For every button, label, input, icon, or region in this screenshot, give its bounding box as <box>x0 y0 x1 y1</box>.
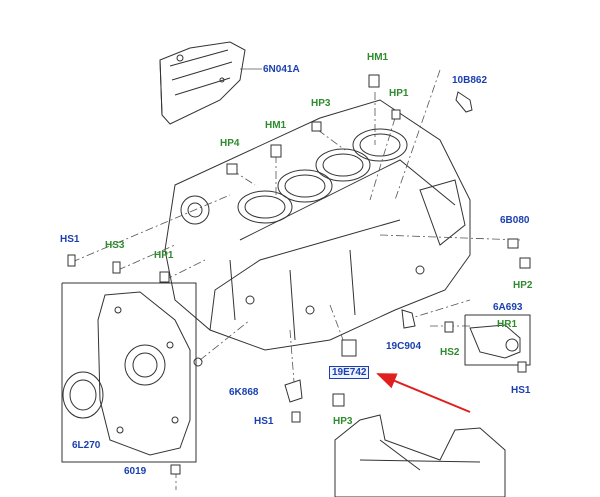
heat-shield-part <box>159 41 246 125</box>
oil-pan-part <box>334 414 506 497</box>
label-6b080[interactable]: 6B080 <box>500 215 530 226</box>
label-hr1[interactable]: HR1 <box>497 319 518 330</box>
label-hp1-top[interactable]: HP1 <box>389 88 409 99</box>
hm1-mid-plug <box>270 144 282 158</box>
label-hp1-left[interactable]: HP1 <box>154 250 174 261</box>
engine-block-part <box>164 99 471 351</box>
hp3-top-plug <box>311 121 322 132</box>
label-6n041a[interactable]: 6N041A <box>263 64 300 75</box>
label-hs2[interactable]: HS2 <box>440 347 460 358</box>
label-hp3-top[interactable]: HP3 <box>311 98 331 109</box>
solenoid-part <box>469 324 521 359</box>
label-hs1-bottom[interactable]: HS1 <box>254 416 274 427</box>
label-6a693[interactable]: 6A693 <box>493 302 523 313</box>
hs1-bottom-bolt <box>291 411 301 423</box>
label-6019[interactable]: 6019 <box>124 466 147 477</box>
hp1-left-plug <box>159 271 170 283</box>
hp2-plug <box>519 257 531 269</box>
label-hp3-bottom[interactable]: HP3 <box>333 416 353 427</box>
hp3-bottom-plug <box>332 393 345 407</box>
label-6k868[interactable]: 6K868 <box>229 387 259 398</box>
hs1-right-bolt <box>517 361 527 373</box>
highlight-arrow <box>376 373 471 413</box>
label-hs1-right[interactable]: HS1 <box>511 385 531 396</box>
label-19c904[interactable]: 19C904 <box>386 341 422 352</box>
label-hp4[interactable]: HP4 <box>220 138 240 149</box>
label-hm1-mid[interactable]: HM1 <box>265 120 287 131</box>
label-hm1-top[interactable]: HM1 <box>367 52 389 63</box>
bolt-6019 <box>170 464 181 475</box>
bracket-6k868 <box>284 379 303 403</box>
label-6l270[interactable]: 6L270 <box>72 440 101 451</box>
hm1-top-plug <box>368 74 380 88</box>
label-hs1-left[interactable]: HS1 <box>60 234 80 245</box>
hp1-top-plug <box>391 109 401 120</box>
fastener-parts <box>67 74 531 475</box>
plug-6b080 <box>507 238 519 249</box>
label-10b862[interactable]: 10B862 <box>452 75 488 86</box>
hs2-bolt <box>444 321 454 333</box>
hs3-bolt <box>112 261 121 274</box>
timing-cover-frame <box>61 282 197 463</box>
sensor-19c904 <box>401 309 416 329</box>
hp4-plug <box>226 163 238 175</box>
label-hp2[interactable]: HP2 <box>513 280 533 291</box>
leader-lines <box>71 69 521 490</box>
label-19e742-highlighted[interactable]: 19E742 <box>329 366 370 379</box>
label-hs3[interactable]: HS3 <box>105 240 125 251</box>
hs1-left-bolt <box>67 254 76 267</box>
timing-cover-part <box>62 291 203 456</box>
sleeve-19e742 <box>341 339 357 357</box>
sensor-10b862 <box>455 91 473 113</box>
solenoid-frame <box>464 314 531 366</box>
